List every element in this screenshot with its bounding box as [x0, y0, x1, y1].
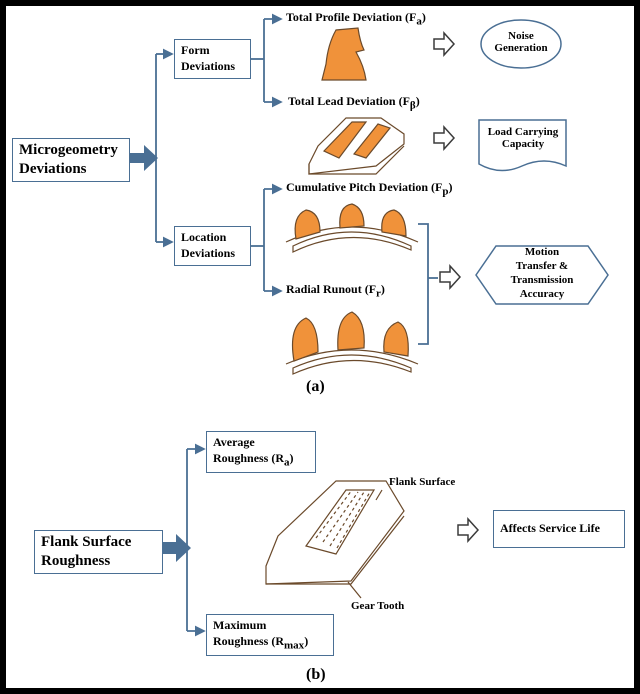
flank-tooth-shape — [265, 480, 405, 599]
form-label-line2: Deviations — [181, 59, 235, 73]
microgeometry-deviations-box: Microgeometry Deviations — [12, 138, 130, 182]
load-document-shape — [478, 119, 567, 172]
connector-layer — [130, 13, 609, 637]
big-arrow-b — [163, 534, 191, 562]
total-lead-deviation-label: Total Lead Deviation (Fβ) — [288, 94, 420, 112]
radial-runout-label: Radial Runout (Fr) — [286, 282, 385, 300]
arrow-to-motion — [439, 264, 462, 290]
maximum-roughness-box: Maximum Roughness (Rmax) — [206, 614, 334, 656]
diagram-canvas: Microgeometry Deviations Form Deviations… — [6, 6, 634, 688]
caption-b: (b) — [306, 666, 326, 683]
arrow-to-service-life — [457, 517, 480, 543]
average-roughness-line1: Average — [213, 435, 255, 449]
flank-surface-roughness-box: Flank Surface Roughness — [34, 530, 163, 574]
location-deviations-box: Location Deviations — [174, 226, 251, 266]
profile-tooth-shape — [321, 27, 367, 81]
location-label-line1: Location — [181, 230, 227, 244]
gear-tooth-label: Gear Tooth — [351, 600, 405, 612]
microgeometry-label-line2: Deviations — [19, 161, 87, 177]
arrow-to-load — [433, 125, 456, 151]
maximum-roughness-line2: Roughness (Rmax) — [213, 634, 309, 652]
pitch-gear-shape — [285, 203, 419, 253]
big-arrow-a — [130, 145, 158, 171]
arrow-to-noise — [433, 31, 456, 57]
flank-surface-label: Flank Surface — [389, 476, 456, 488]
motion-hexagon — [475, 245, 609, 305]
location-label-line2: Deviations — [181, 246, 235, 260]
noise-ellipse — [480, 19, 562, 69]
microgeometry-label-line1: Microgeometry — [19, 142, 118, 158]
flank-roughness-line1: Flank Surface — [41, 534, 132, 550]
average-roughness-line2: Roughness (Ra) — [213, 451, 294, 469]
lead-tooth-shape — [308, 117, 405, 175]
maximum-roughness-line1: Maximum — [213, 618, 267, 632]
flank-roughness-line2: Roughness — [41, 553, 111, 569]
cumulative-pitch-deviation-label: Cumulative Pitch Deviation (Fp) — [286, 180, 453, 198]
caption-a: (a) — [306, 378, 325, 395]
total-profile-deviation-label: Total Profile Deviation (Fa) — [286, 10, 426, 28]
average-roughness-box: Average Roughness (Ra) — [206, 431, 316, 473]
runout-gear-shape — [285, 311, 419, 375]
affects-service-life-box: Affects Service Life — [493, 510, 625, 548]
form-deviations-box: Form Deviations — [174, 39, 251, 79]
form-label-line1: Form — [181, 43, 210, 57]
